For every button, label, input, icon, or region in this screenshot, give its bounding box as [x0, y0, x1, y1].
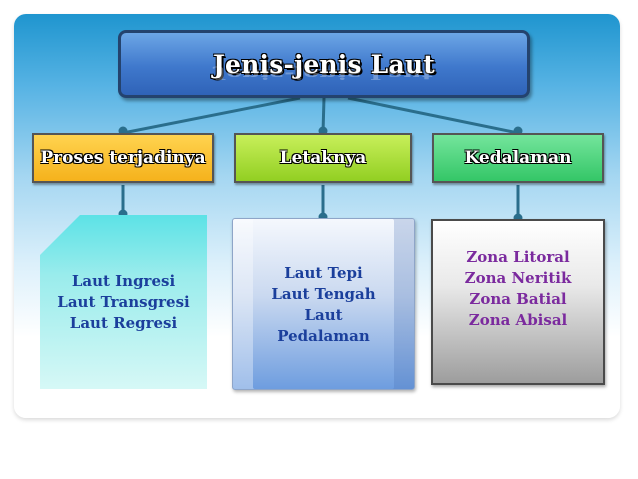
- detail-box-proses-terjadinya: Laut Ingresi Laut Transgresi Laut Regres…: [40, 215, 207, 389]
- detail-item: Laut Regresi: [69, 313, 178, 332]
- detail-item: Laut Ingresi: [71, 271, 176, 290]
- title-box: Jenis-jenis Laut: [118, 30, 530, 98]
- category-box-kedalaman: Kedalaman: [432, 133, 604, 183]
- detail-item: Laut Transgresi: [57, 292, 190, 311]
- category-box-proses-terjadinya: Proses terjadinya: [32, 133, 214, 183]
- detail-box-letaknya: Laut Tepi Laut Tengah Laut Pedalaman: [232, 218, 415, 390]
- category-label-letaknya: Letaknya: [279, 148, 367, 168]
- detail-box-kedalaman: Zona Litoral Zona Neritik Zona Batial Zo…: [431, 219, 605, 385]
- detail-item: Pedalaman: [277, 327, 370, 345]
- detail-item: Laut: [304, 306, 343, 324]
- detail-item: Zona Neritik: [464, 269, 572, 287]
- detail-item: Laut Tepi: [284, 264, 363, 282]
- category-label-kedalaman: Kedalaman: [464, 148, 572, 168]
- category-label-proses-terjadinya: Proses terjadinya: [40, 148, 206, 168]
- category-box-letaknya: Letaknya: [234, 133, 412, 183]
- detail-item: Zona Batial: [469, 290, 567, 308]
- detail-item: Laut Tengah: [271, 285, 376, 303]
- detail-item: Zona Litoral: [466, 248, 570, 266]
- title-text: Jenis-jenis Laut: [213, 49, 435, 79]
- detail-item: Zona Abisal: [468, 311, 568, 329]
